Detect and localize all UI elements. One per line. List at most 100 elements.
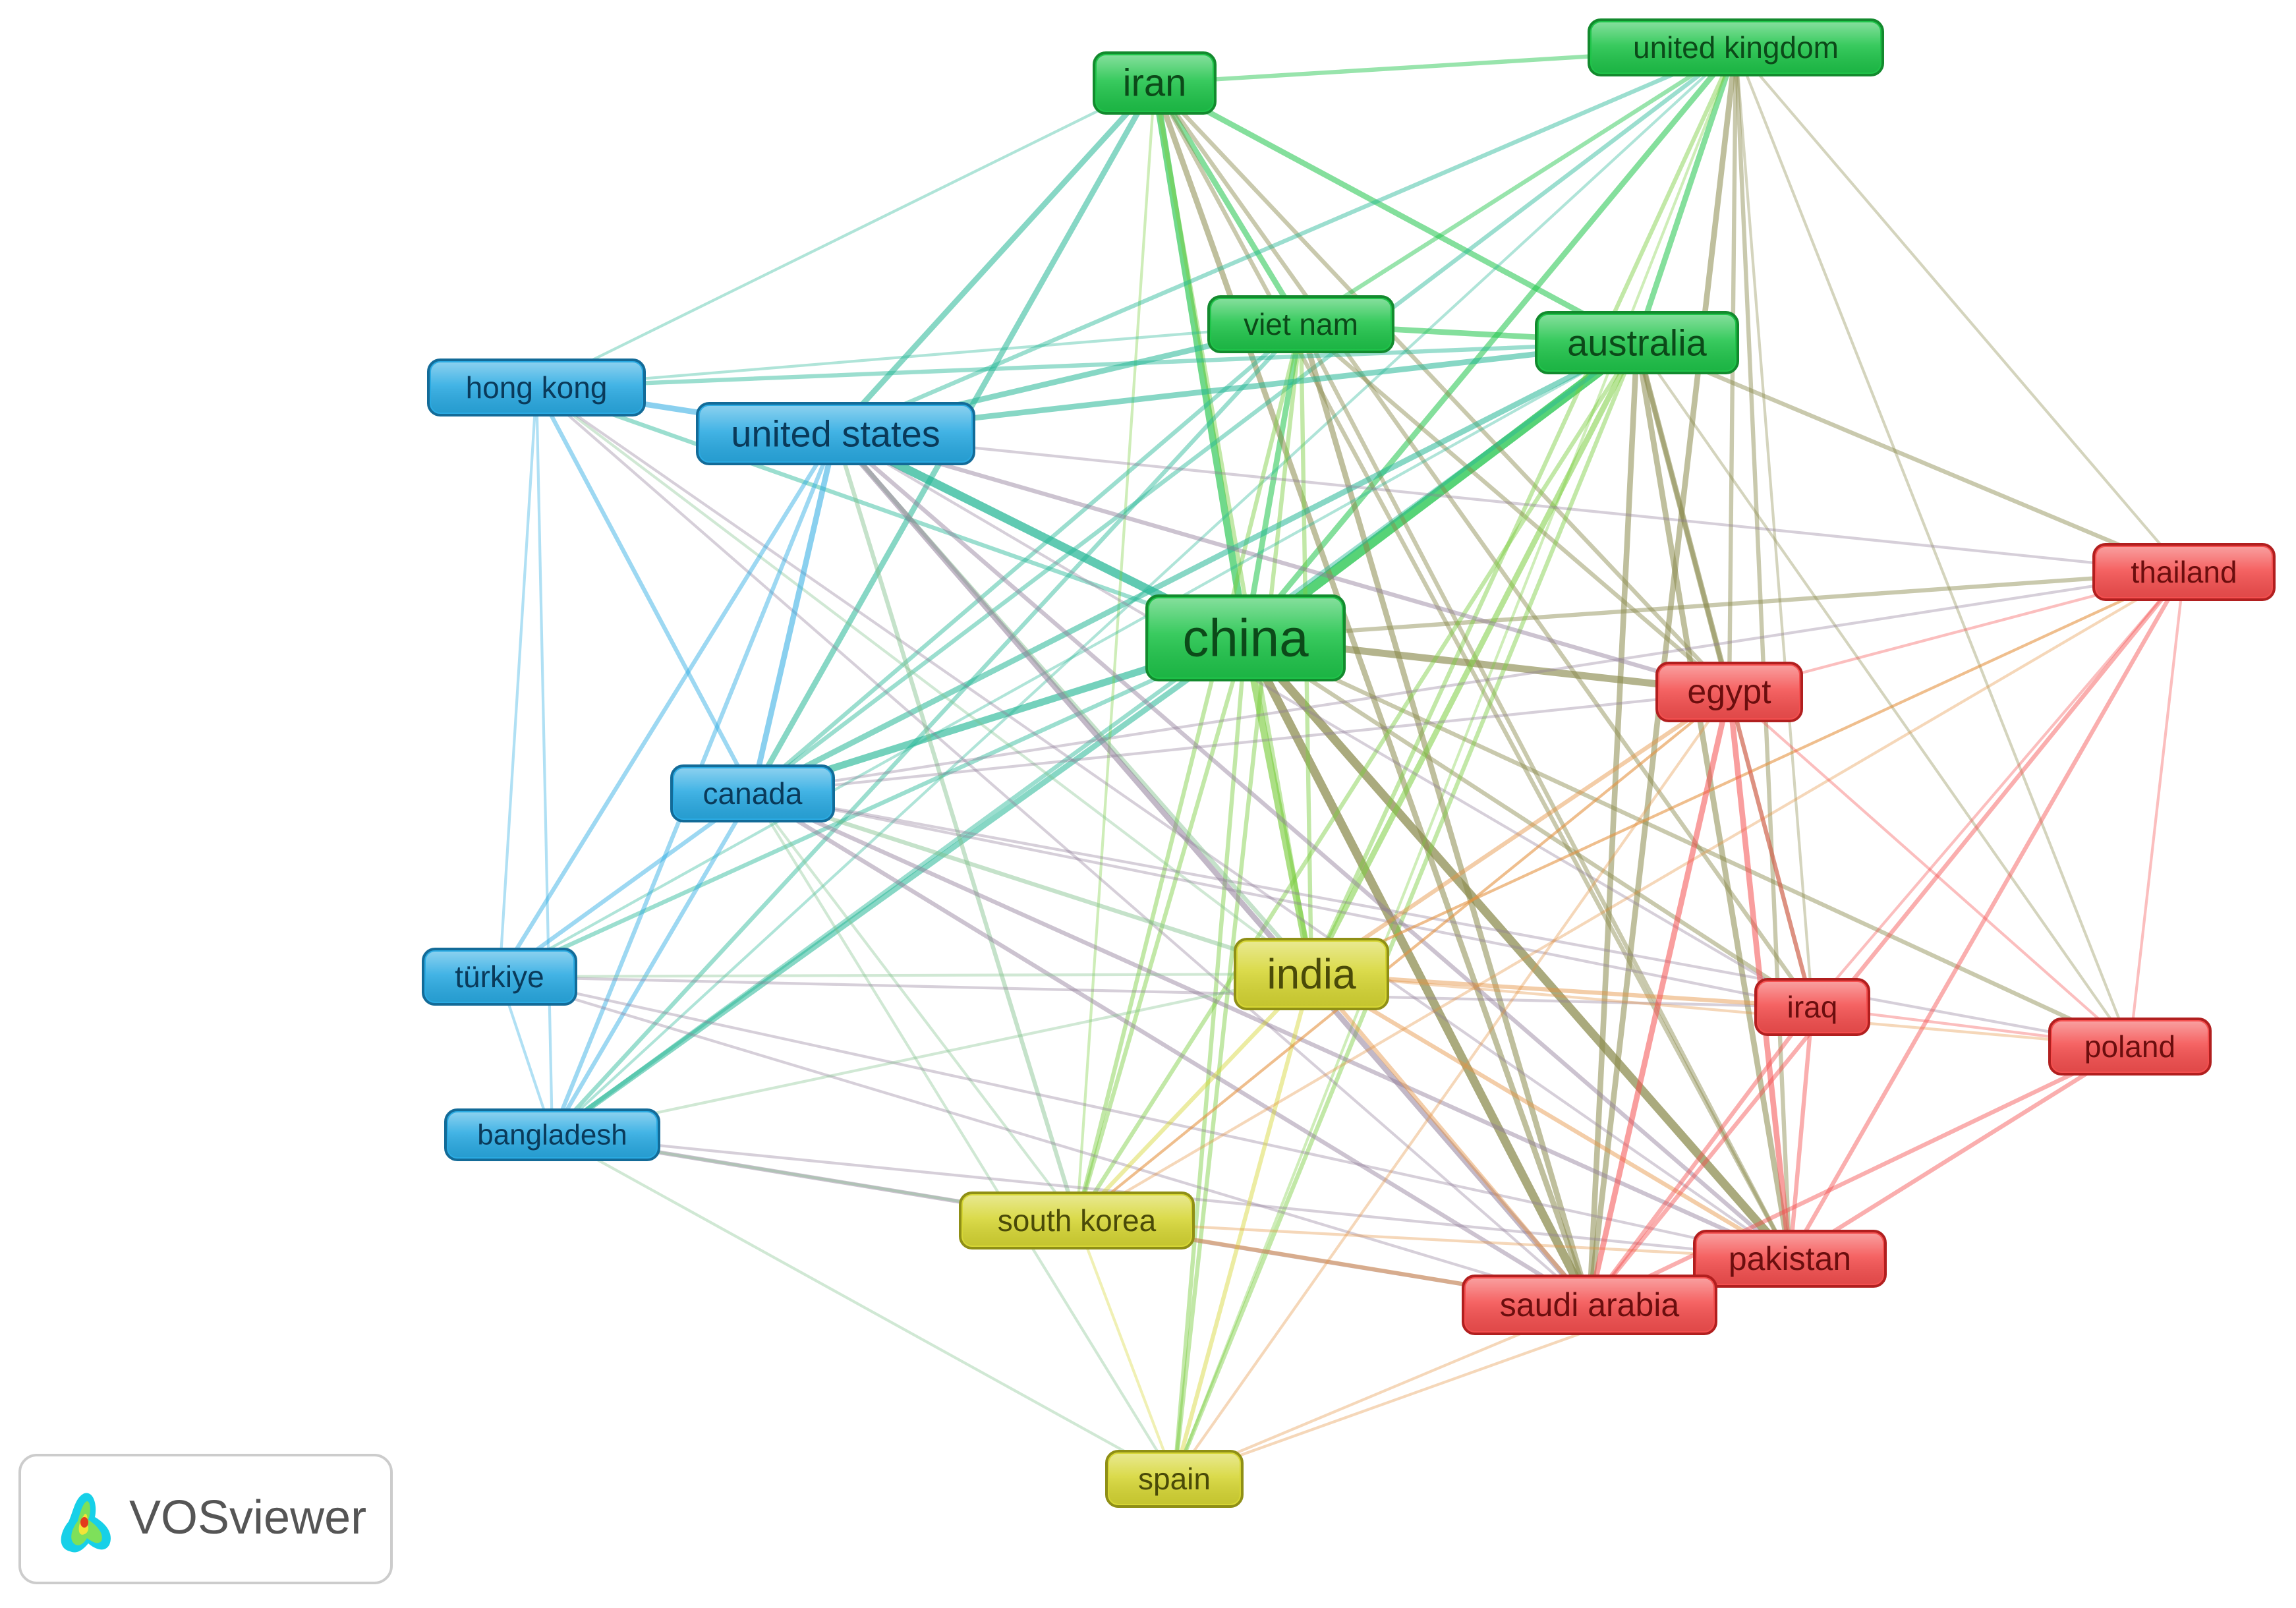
link-india-egypt bbox=[1309, 689, 1732, 977]
link-china-india bbox=[1242, 634, 1315, 978]
link-iran-saudiarabia bbox=[1151, 80, 1593, 1308]
link-iraq-pakistan bbox=[1787, 1004, 1815, 1261]
link-hongkong-pakistan bbox=[534, 386, 1792, 1261]
node-iran[interactable]: iran bbox=[1093, 51, 1217, 115]
node-china[interactable]: china bbox=[1145, 594, 1346, 681]
node-bangladesh[interactable]: bangladesh bbox=[444, 1108, 660, 1161]
link-hongkong-turkiye bbox=[498, 386, 538, 979]
node-egypt[interactable]: egypt bbox=[1655, 662, 1803, 722]
link-usa-egypt bbox=[833, 431, 1732, 695]
link-china-hongkong bbox=[534, 385, 1248, 641]
node-label-china: china bbox=[1182, 609, 1309, 668]
link-china-iran bbox=[1151, 79, 1249, 642]
link-canada-turkiye bbox=[497, 791, 755, 979]
node-canada[interactable]: canada bbox=[670, 764, 835, 822]
link-australia-southkorea bbox=[1074, 340, 1640, 1223]
node-uk[interactable]: united kingdom bbox=[1588, 18, 1884, 76]
link-usa-turkiye bbox=[497, 431, 838, 979]
link-bangladesh-india bbox=[550, 972, 1313, 1137]
node-usa[interactable]: united states bbox=[696, 402, 975, 465]
node-label-australia: australia bbox=[1567, 322, 1708, 364]
link-uk-thailand bbox=[1734, 45, 2186, 574]
vosviewer-logo-box: VOSviewer bbox=[18, 1454, 393, 1584]
node-label-hongkong: hong kong bbox=[466, 370, 608, 405]
node-australia[interactable]: australia bbox=[1535, 311, 1739, 374]
link-hongkong-india bbox=[534, 386, 1313, 976]
link-uk-vietnam bbox=[1298, 45, 1738, 327]
node-label-saudiarabia: saudi arabia bbox=[1500, 1286, 1680, 1323]
node-label-southkorea: south korea bbox=[998, 1203, 1157, 1238]
link-usa-southkorea bbox=[833, 431, 1079, 1223]
node-hongkong[interactable]: hong kong bbox=[427, 359, 646, 416]
node-spain[interactable]: spain bbox=[1105, 1450, 1244, 1508]
node-label-bangladesh: bangladesh bbox=[477, 1119, 627, 1151]
link-poland-pakistan bbox=[1787, 1044, 2133, 1261]
link-canada-spain bbox=[751, 791, 1176, 1481]
link-uk-spain bbox=[1172, 45, 1738, 1481]
node-gloss-southkorea bbox=[963, 1195, 1191, 1246]
link-hongkong-saudiarabia bbox=[534, 386, 1592, 1307]
node-label-uk: united kingdom bbox=[1633, 30, 1839, 65]
link-australia-bangladesh bbox=[550, 340, 1640, 1137]
node-label-egypt: egypt bbox=[1687, 673, 1771, 711]
node-thailand[interactable]: thailand bbox=[2092, 543, 2276, 601]
link-china-australia bbox=[1240, 337, 1642, 643]
link-iran-australia bbox=[1151, 80, 1640, 346]
node-label-india: india bbox=[1267, 950, 1356, 998]
link-southkorea-pakistan bbox=[1075, 1219, 1792, 1261]
link-thailand-pakistan bbox=[1787, 569, 2187, 1261]
node-gloss-hongkong bbox=[431, 362, 642, 413]
link-india-poland bbox=[1309, 972, 2132, 1048]
node-gloss-iran bbox=[1097, 55, 1213, 111]
link-bangladesh-spain bbox=[550, 1133, 1176, 1481]
node-label-usa: united states bbox=[731, 413, 940, 455]
link-canada-egypt bbox=[751, 690, 1731, 795]
link-uk-iraq bbox=[1734, 45, 1814, 1009]
node-gloss-canada bbox=[674, 768, 831, 818]
link-australia-spain bbox=[1172, 340, 1640, 1481]
link-egypt-southkorea bbox=[1075, 690, 1731, 1222]
node-gloss-iraq bbox=[1758, 982, 1866, 1032]
link-australia-turkiye bbox=[498, 341, 1639, 979]
nodes-layer: china iran united kingdom viet nam australia… bbox=[422, 18, 2276, 1508]
node-turkiye[interactable]: türkiye bbox=[422, 948, 577, 1006]
link-india-pakistan bbox=[1309, 971, 1793, 1261]
link-thailand-saudiarabia bbox=[1587, 569, 2187, 1307]
node-label-pakistan: pakistan bbox=[1729, 1240, 1851, 1277]
link-china-pakistan bbox=[1241, 633, 1794, 1263]
node-gloss-india bbox=[1238, 942, 1385, 1006]
node-label-poland: poland bbox=[2084, 1029, 2175, 1064]
node-saudiarabia[interactable]: saudi arabia bbox=[1462, 1275, 1717, 1335]
link-india-iraq bbox=[1309, 971, 1815, 1010]
link-iran-usa bbox=[832, 80, 1158, 437]
link-usa-saudiarabia bbox=[832, 430, 1593, 1308]
link-vietnam-bangladesh bbox=[550, 322, 1304, 1137]
node-gloss-pakistan bbox=[1697, 1234, 1883, 1284]
link-canada-saudiarabia bbox=[750, 791, 1592, 1307]
node-gloss-vietnam bbox=[1211, 299, 1391, 349]
node-pakistan[interactable]: pakistan bbox=[1693, 1230, 1887, 1288]
link-uk-pakistan bbox=[1733, 45, 1793, 1261]
node-gloss-usa bbox=[700, 406, 971, 461]
link-vietnam-southkorea bbox=[1074, 322, 1304, 1223]
node-vietnam[interactable]: viet nam bbox=[1207, 295, 1394, 353]
node-iraq[interactable]: iraq bbox=[1754, 978, 1870, 1036]
link-spain-egypt bbox=[1172, 690, 1731, 1481]
node-gloss-china bbox=[1149, 598, 1342, 677]
node-southkorea[interactable]: south korea bbox=[959, 1192, 1195, 1249]
node-gloss-spain bbox=[1109, 1454, 1240, 1504]
link-iran-egypt bbox=[1152, 80, 1732, 695]
link-thailand-southkorea bbox=[1075, 570, 2186, 1222]
link-uk-canada bbox=[750, 45, 1738, 796]
vosviewer-logo-text: VOSviewer bbox=[129, 1491, 367, 1544]
link-turkiye-iraq bbox=[498, 975, 1814, 1009]
link-china-turkiye bbox=[497, 635, 1248, 979]
node-gloss-australia bbox=[1539, 315, 1735, 370]
node-poland[interactable]: poland bbox=[2048, 1018, 2212, 1076]
node-india[interactable]: india bbox=[1234, 938, 1389, 1010]
link-egypt-saudiarabia bbox=[1586, 689, 1733, 1308]
link-southkorea-spain bbox=[1075, 1219, 1176, 1481]
link-usa-canada bbox=[749, 430, 839, 797]
node-gloss-uk bbox=[1592, 22, 1880, 72]
